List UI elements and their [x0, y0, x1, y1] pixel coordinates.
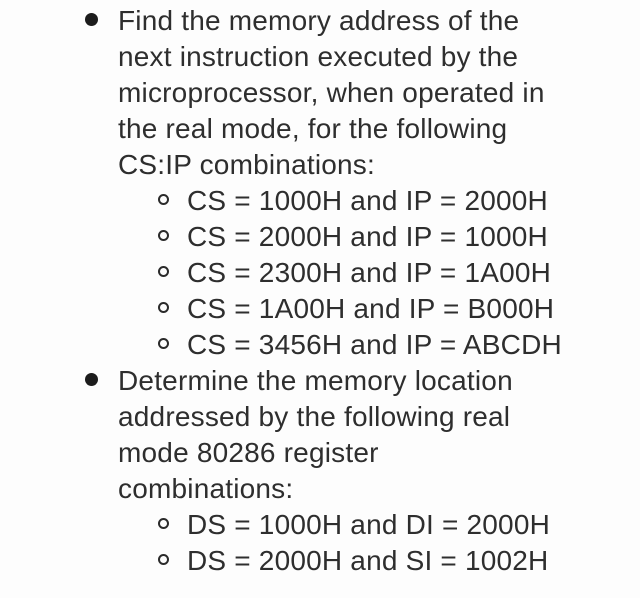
bullet-dot-icon: [85, 13, 98, 26]
sub-item: CS = 2300H and IP = 1A00H: [0, 255, 640, 291]
sub-item: CS = 1A00H and IP = B000H: [0, 291, 640, 327]
text-line-row: addressed by the following real: [0, 399, 640, 435]
sub-item-text: CS = 2300H and IP = 1A00H: [187, 257, 552, 288]
circle-bullet-icon: [158, 266, 169, 277]
sub-item-text: CS = 2000H and IP = 1000H: [187, 221, 548, 252]
text-line-row: combinations:: [0, 471, 640, 507]
text-line: mode 80286 register: [118, 437, 379, 468]
text-line: CS:IP combinations:: [118, 149, 375, 180]
sub-item: CS = 3456H and IP = ABCDH: [0, 327, 640, 363]
text-line: combinations:: [118, 473, 294, 504]
text-line: next instruction executed by the: [118, 41, 519, 72]
circle-bullet-icon: [158, 554, 169, 565]
sub-item: CS = 1000H and IP = 2000H: [0, 183, 640, 219]
sub-item: CS = 2000H and IP = 1000H: [0, 219, 640, 255]
circle-bullet-icon: [158, 230, 169, 241]
circle-bullet-icon: [158, 194, 169, 205]
bullet-dot-icon: [85, 373, 98, 386]
text-line: addressed by the following real: [118, 401, 511, 432]
circle-bullet-icon: [158, 338, 169, 349]
text-line-row: next instruction executed by the: [0, 39, 640, 75]
circle-bullet-icon: [158, 302, 169, 313]
sub-item: DS = 2000H and SI = 1002H: [0, 543, 640, 579]
bullet-item: Determine the memory location: [0, 363, 640, 399]
bullet-item: Find the memory address of the: [0, 3, 640, 39]
sub-item-text: CS = 1A00H and IP = B000H: [187, 293, 555, 324]
text-line-row: mode 80286 register: [0, 435, 640, 471]
sub-item-text: DS = 2000H and SI = 1002H: [187, 545, 549, 576]
sub-item-text: DS = 1000H and DI = 2000H: [187, 509, 551, 540]
circle-bullet-icon: [158, 518, 169, 529]
text-line-row: microprocessor, when operated in: [0, 75, 640, 111]
text-line: Determine the memory location: [118, 365, 513, 396]
text-line: microprocessor, when operated in: [118, 77, 545, 108]
text-line: Find the memory address of the: [118, 5, 520, 36]
sub-item-text: CS = 3456H and IP = ABCDH: [187, 329, 562, 360]
text-line: the real mode, for the following: [118, 113, 508, 144]
sub-item: DS = 1000H and DI = 2000H: [0, 507, 640, 543]
sub-item-text: CS = 1000H and IP = 2000H: [187, 185, 548, 216]
text-line-row: the real mode, for the following: [0, 111, 640, 147]
text-line-row: CS:IP combinations:: [0, 147, 640, 183]
